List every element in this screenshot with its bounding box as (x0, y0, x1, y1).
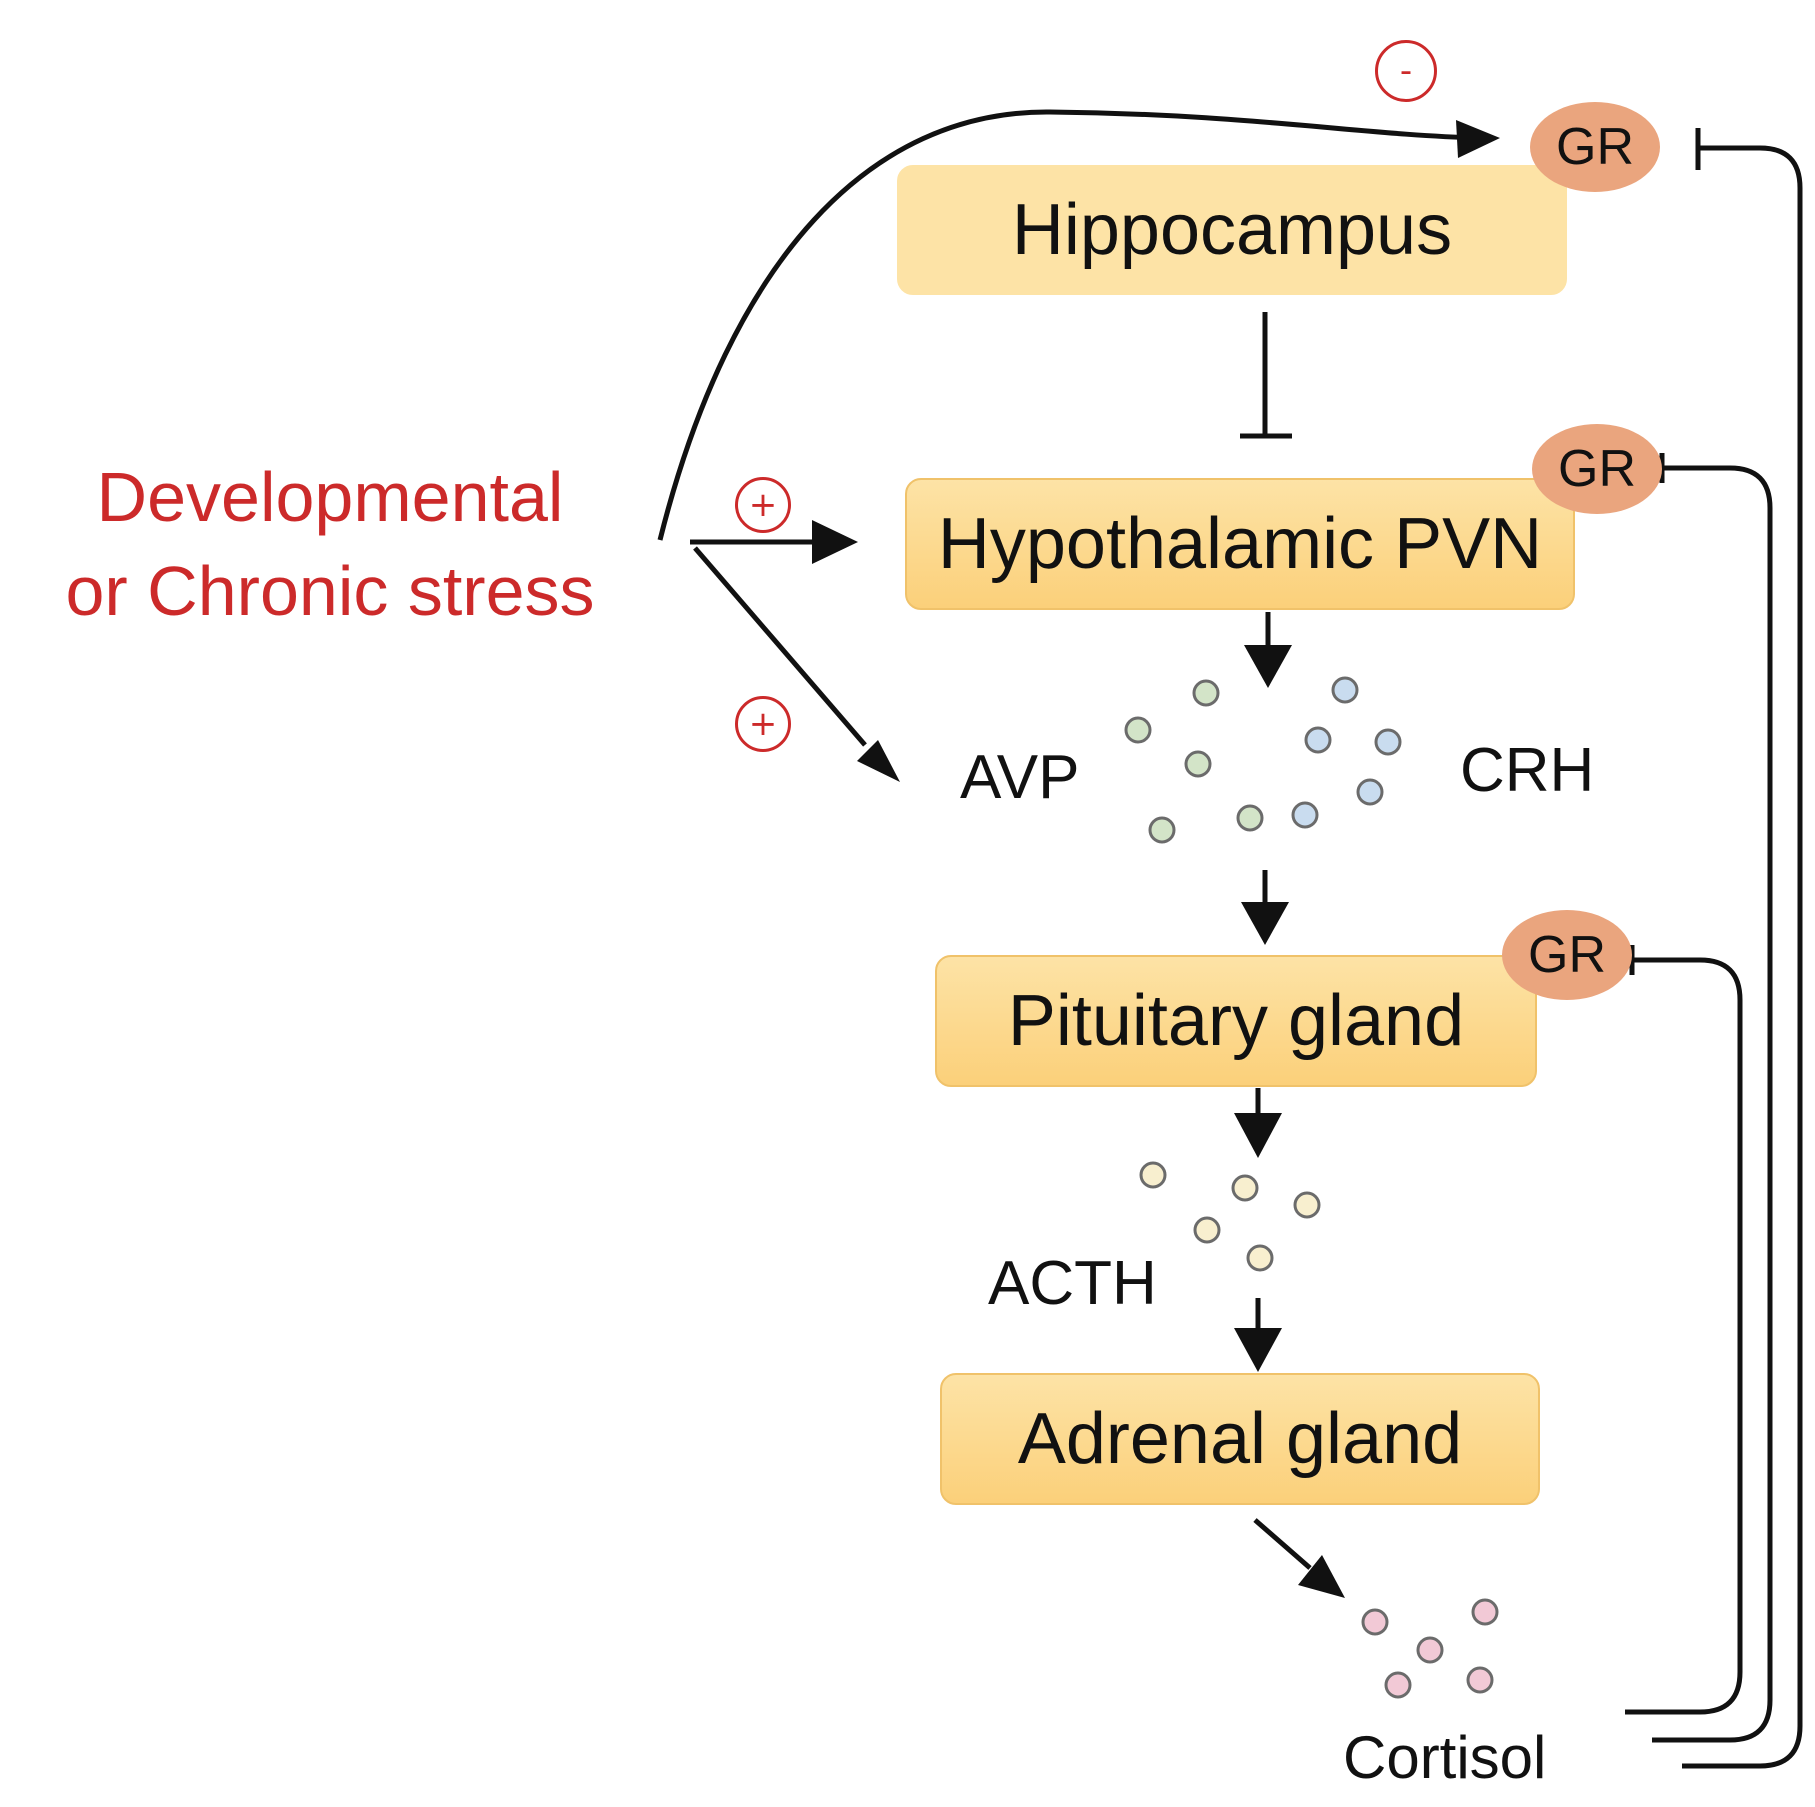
adrenal-to-cortisol-arrow (1253, 1518, 1312, 1570)
pvn-box: Hypothalamic PVN (905, 478, 1575, 610)
acth-molecules (1139, 1161, 1321, 1272)
crh-label: CRH (1460, 736, 1595, 805)
cortisol-feedback-hippocampus (1682, 145, 1803, 1769)
stress-to-pvn-arrowhead (812, 520, 858, 564)
stress-to-hippocampus-arrow (657, 109, 1481, 541)
avp-molecule (1192, 679, 1220, 707)
stress-to-avp-arrowhead (857, 740, 900, 782)
acth-label: ACTH (988, 1249, 1157, 1318)
cortisol-molecule (1471, 1598, 1499, 1626)
hippocampus-box: Hippocampus (897, 165, 1567, 295)
cortisol-label: Cortisol (1343, 1724, 1547, 1791)
avp-molecule (1236, 804, 1264, 832)
avp-label: AVP (960, 743, 1080, 812)
minus-sign: - (1375, 40, 1437, 102)
cortisol-molecules (1361, 1598, 1499, 1699)
avp-molecule (1184, 750, 1212, 778)
plus-sign-avp: + (735, 696, 791, 752)
stress-label: Developmental or Chronic stress (10, 450, 650, 638)
crh-molecule (1304, 726, 1332, 754)
cortisol-molecule (1416, 1636, 1444, 1664)
pituitary-gr-receptor: GR (1502, 910, 1632, 1000)
plus-sign-pvn: + (735, 477, 791, 533)
stress-to-hippocampus-arrowhead (1456, 120, 1500, 158)
stress-to-avp-arrow (693, 546, 867, 747)
stress-label-line2: or Chronic stress (65, 552, 595, 630)
cortisol-molecule (1384, 1671, 1412, 1699)
avp-molecule (1124, 716, 1152, 744)
avp-molecules (1124, 679, 1264, 844)
crh-molecules (1291, 676, 1402, 829)
cortisol-molecule (1466, 1666, 1494, 1694)
adrenal-box: Adrenal gland (940, 1373, 1540, 1505)
crh-molecule (1374, 728, 1402, 756)
hormones-to-pituitary-arrowhead (1241, 902, 1289, 945)
acth-molecule (1139, 1161, 1167, 1189)
pituitary-box: Pituitary gland (935, 955, 1537, 1087)
pvn-gr-receptor: GR (1532, 424, 1662, 514)
cortisol-feedback-pituitary (1625, 957, 1743, 1715)
acth-molecule (1193, 1216, 1221, 1244)
avp-molecule (1148, 816, 1176, 844)
cortisol-feedback-pvn (1652, 465, 1773, 1743)
acth-to-adrenal-arrowhead (1234, 1328, 1282, 1372)
stress-label-line1: Developmental (96, 458, 564, 536)
acth-molecule (1293, 1191, 1321, 1219)
crh-molecule (1331, 676, 1359, 704)
hippocampus-gr-receptor: GR (1530, 102, 1660, 192)
acth-molecule (1246, 1244, 1274, 1272)
pvn-to-hormones-arrowhead (1244, 645, 1292, 688)
crh-molecule (1356, 778, 1384, 806)
cortisol-molecule (1361, 1608, 1389, 1636)
crh-molecule (1291, 801, 1319, 829)
pituitary-to-acth-arrowhead (1234, 1113, 1282, 1158)
acth-molecule (1231, 1174, 1259, 1202)
adrenal-to-cortisol-arrowhead (1298, 1555, 1345, 1598)
